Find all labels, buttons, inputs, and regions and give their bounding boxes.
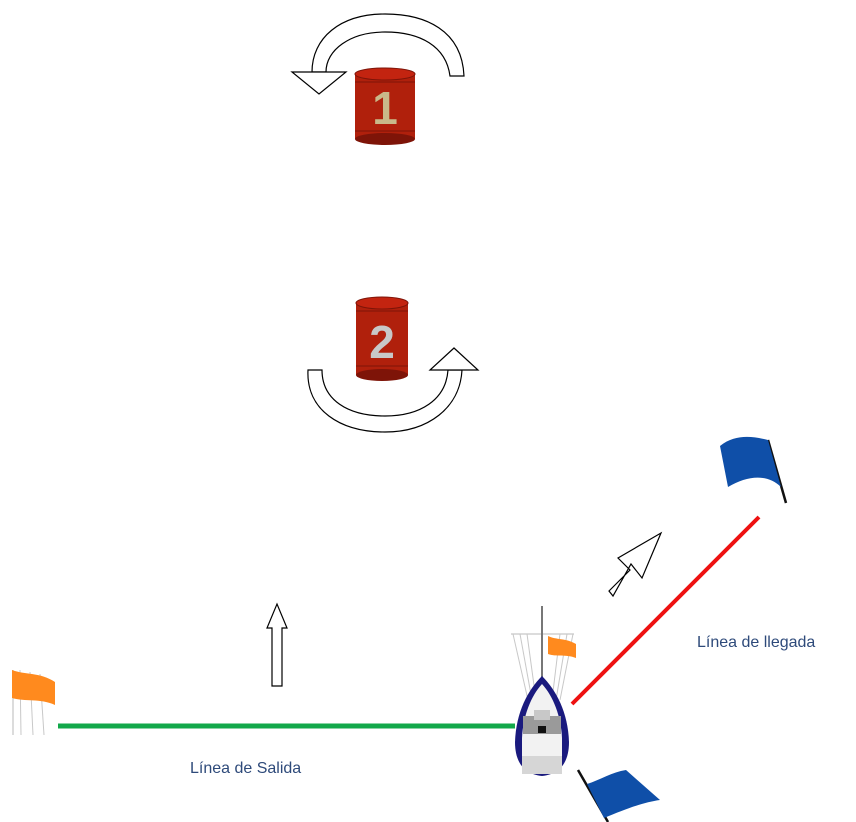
- course-diagonal-arrow-icon: [608, 531, 663, 598]
- mark2-rounding-arrow-icon: [307, 347, 480, 433]
- finish-line: [570, 515, 761, 706]
- blue-flag-boat-icon: [576, 769, 660, 822]
- orange-flag-start-icon: [12, 669, 55, 736]
- mark2-buoy: 2: [355, 296, 409, 381]
- mark1-rounding-arrow-icon: [290, 13, 465, 95]
- mark1-number: 1: [372, 82, 398, 134]
- mark2-number: 2: [369, 316, 395, 368]
- start-line-label: Línea de Salida: [190, 760, 302, 777]
- wind-up-arrow-icon: [266, 602, 288, 687]
- committee-boat-icon: [511, 606, 576, 776]
- mark1-buoy: 1: [354, 67, 416, 145]
- finish-line-label: Línea de llegada: [697, 634, 816, 651]
- blue-flag-finish-icon: [720, 436, 788, 504]
